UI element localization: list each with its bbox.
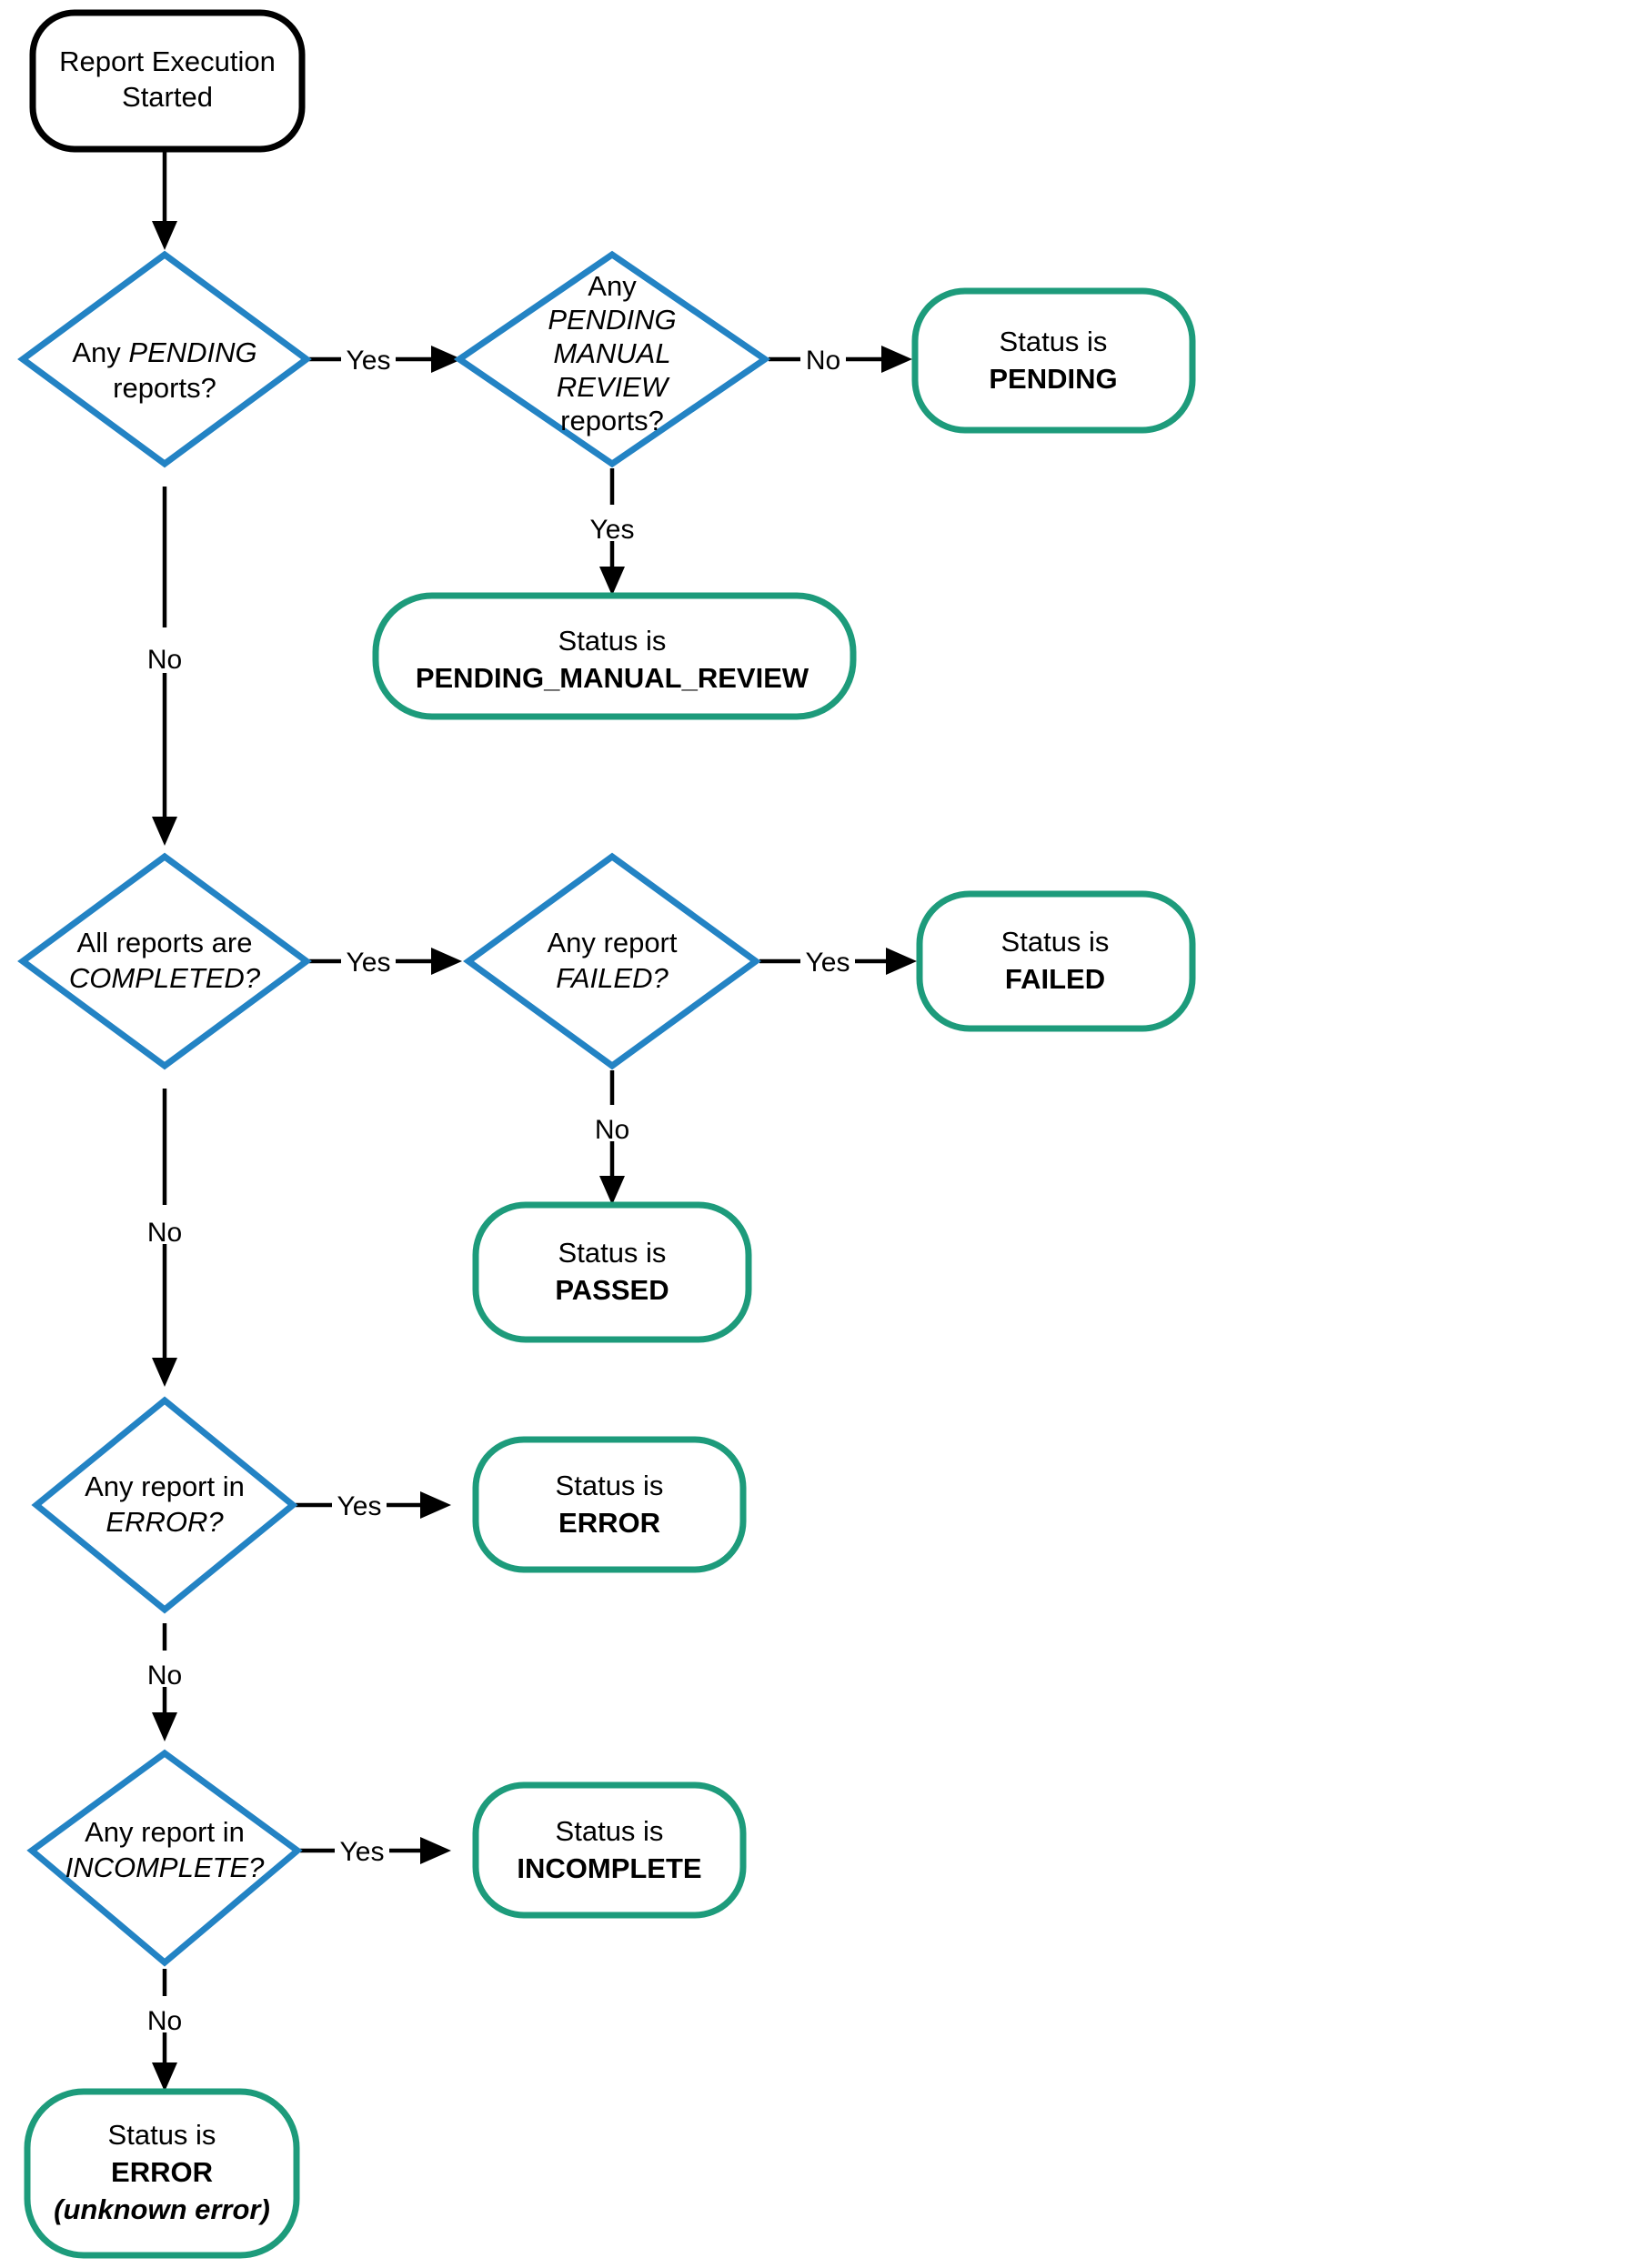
edge-completed-yes: Yes [309, 948, 462, 978]
edge-incomplete-yes: Yes [300, 1837, 451, 1867]
node-any-failed-line1: Any report [547, 927, 677, 958]
node-status-pending-line2: PENDING [989, 363, 1117, 395]
node-terminal-status-pending-manual-review[interactable]: Status is PENDING_MANUAL_REVIEW [372, 592, 857, 720]
edge-completed-no: No [147, 1089, 182, 1387]
node-terminal-status-unknown-error[interactable]: Status is ERROR (unknown error) [24, 2088, 300, 2259]
edge-start-to-any-pending [152, 148, 177, 250]
node-status-error-line2: ERROR [558, 1507, 660, 1539]
node-any-incomplete-line2: INCOMPLETE? [65, 1852, 266, 1883]
node-all-completed-line1: All reports are [77, 927, 253, 958]
node-terminal-status-passed[interactable]: Status is PASSED [472, 1201, 752, 1343]
edge-pmr-yes: Yes [590, 468, 635, 596]
edge-label-any-pending-yes: Yes [347, 346, 391, 376]
node-start-line2: Started [122, 81, 213, 113]
node-pmr-line3: MANUAL [553, 337, 670, 369]
edge-label-incomplete-no: No [147, 2006, 182, 2036]
node-decision-any-error[interactable]: Any report in ERROR? [31, 1396, 298, 1614]
node-decision-any-failed[interactable]: Any report FAILED? [463, 852, 761, 1070]
node-any-error-line2: ERROR? [106, 1506, 224, 1538]
node-status-failed-line2: FAILED [1005, 963, 1105, 995]
edge-any-pending-no: No [147, 487, 182, 846]
node-status-failed-line1: Status is [1001, 926, 1110, 958]
node-decision-any-pending-manual-review[interactable]: Any PENDING MANUAL REVIEW reports? [453, 250, 771, 468]
node-status-pending-line1: Status is [1000, 326, 1108, 357]
node-terminal-status-incomplete[interactable]: Status is INCOMPLETE [472, 1781, 747, 1919]
svg-text:Any PENDING: Any PENDING [72, 336, 256, 368]
node-status-incomplete-line1: Status is [556, 1815, 664, 1847]
edge-error-no: No [147, 1623, 182, 1741]
node-status-passed-line1: Status is [558, 1237, 667, 1269]
edge-error-yes: Yes [296, 1491, 451, 1521]
edge-incomplete-no: No [147, 1969, 182, 2092]
node-pmr-line5: reports? [560, 405, 664, 437]
node-unknown-error-line3: (unknown error) [54, 2193, 270, 2225]
node-any-pending-line1a: Any [72, 336, 128, 368]
node-status-passed-line2: PASSED [555, 1274, 669, 1306]
node-unknown-error-line1: Status is [108, 2119, 216, 2151]
edge-label-incomplete-yes: Yes [340, 1837, 385, 1867]
edge-pmr-no: No [769, 346, 912, 376]
node-all-completed-line2: COMPLETED? [69, 962, 261, 994]
edge-label-pmr-yes: Yes [590, 515, 635, 545]
edge-label-error-no: No [147, 1661, 182, 1691]
edge-failed-yes: Yes [759, 948, 917, 978]
node-pmr-line4: REVIEW [557, 371, 670, 403]
node-decision-all-completed[interactable]: All reports are COMPLETED? [17, 852, 312, 1070]
node-unknown-error-line2: ERROR [111, 2156, 213, 2188]
node-any-incomplete-line1: Any report in [85, 1816, 245, 1848]
edge-failed-no: No [595, 1070, 629, 1205]
node-pmr-line2: PENDING [548, 304, 676, 336]
node-status-pmr-line1: Status is [558, 625, 667, 657]
edge-label-completed-no: No [147, 1218, 182, 1248]
node-terminal-status-pending[interactable]: Status is PENDING [911, 287, 1196, 434]
node-any-error-line1: Any report in [85, 1470, 245, 1502]
node-status-pmr-line2: PENDING_MANUAL_REVIEW [416, 662, 809, 694]
node-any-pending-line2: reports? [113, 372, 216, 404]
edge-label-completed-yes: Yes [347, 948, 391, 978]
node-start-report-execution[interactable]: Report Execution Started [29, 9, 306, 153]
node-terminal-status-error[interactable]: Status is ERROR [472, 1436, 747, 1573]
edge-label-pmr-no: No [806, 346, 840, 376]
node-decision-any-incomplete[interactable]: Any report in INCOMPLETE? [26, 1749, 303, 1967]
node-any-failed-line2: FAILED? [556, 962, 669, 994]
node-start-line1: Report Execution [59, 45, 276, 77]
node-pmr-line1: Any [588, 270, 637, 302]
node-decision-any-pending[interactable]: Any PENDING reports? [17, 250, 312, 468]
edge-label-any-pending-no: No [147, 645, 182, 675]
node-status-incomplete-line2: INCOMPLETE [517, 1852, 701, 1884]
edge-label-failed-yes: Yes [806, 948, 850, 978]
edge-label-failed-no: No [595, 1115, 629, 1145]
node-terminal-status-failed[interactable]: Status is FAILED [916, 890, 1196, 1032]
edge-label-error-yes: Yes [337, 1491, 382, 1521]
node-status-error-line1: Status is [556, 1470, 664, 1501]
node-any-pending-line1b: PENDING [128, 336, 256, 368]
edge-any-pending-yes: Yes [309, 346, 462, 376]
